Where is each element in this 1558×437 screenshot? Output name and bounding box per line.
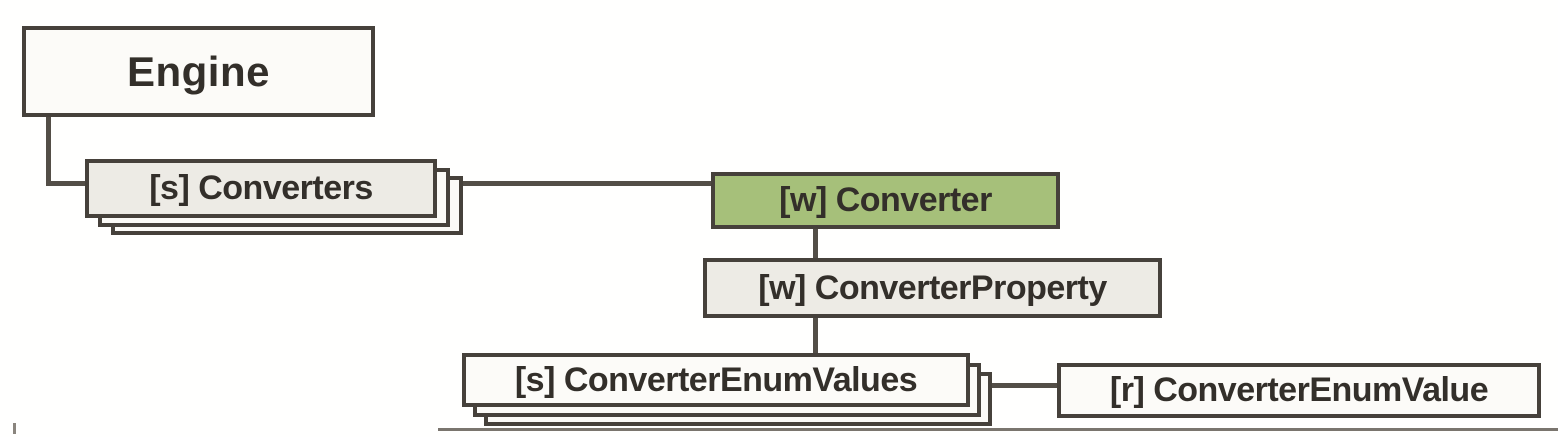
node-converters[interactable]: [s] Converters bbox=[85, 159, 463, 235]
node-converter-enum-values[interactable]: [s] ConverterEnumValues bbox=[462, 353, 992, 426]
connector-converterproperty-enumvalues bbox=[813, 316, 818, 356]
node-converter-enum-values-label[interactable]: [s] ConverterEnumValues bbox=[462, 353, 970, 407]
connector-engine-down bbox=[46, 113, 51, 186]
connector-converter-converterproperty bbox=[813, 227, 818, 261]
node-converter-enum-value[interactable]: [r] ConverterEnumValue bbox=[1057, 363, 1541, 418]
connector-converters-converter bbox=[458, 181, 716, 186]
node-engine[interactable]: Engine bbox=[22, 26, 375, 117]
crop-tick-mark bbox=[13, 423, 16, 434]
node-converter-property[interactable]: [w] ConverterProperty bbox=[703, 258, 1162, 318]
bottom-rule-line bbox=[438, 428, 1558, 431]
node-converter-label[interactable]: [w] Converter bbox=[711, 172, 1060, 229]
connector-engine-converters bbox=[46, 181, 91, 186]
connector-enumvalues-enumvalue bbox=[988, 383, 1062, 388]
node-converter-selected[interactable]: [w] Converter bbox=[711, 172, 1060, 229]
node-engine-label[interactable]: Engine bbox=[22, 26, 375, 117]
node-converter-enum-value-label[interactable]: [r] ConverterEnumValue bbox=[1057, 363, 1541, 418]
node-converters-label[interactable]: [s] Converters bbox=[85, 159, 437, 218]
node-converter-property-label[interactable]: [w] ConverterProperty bbox=[703, 258, 1162, 318]
